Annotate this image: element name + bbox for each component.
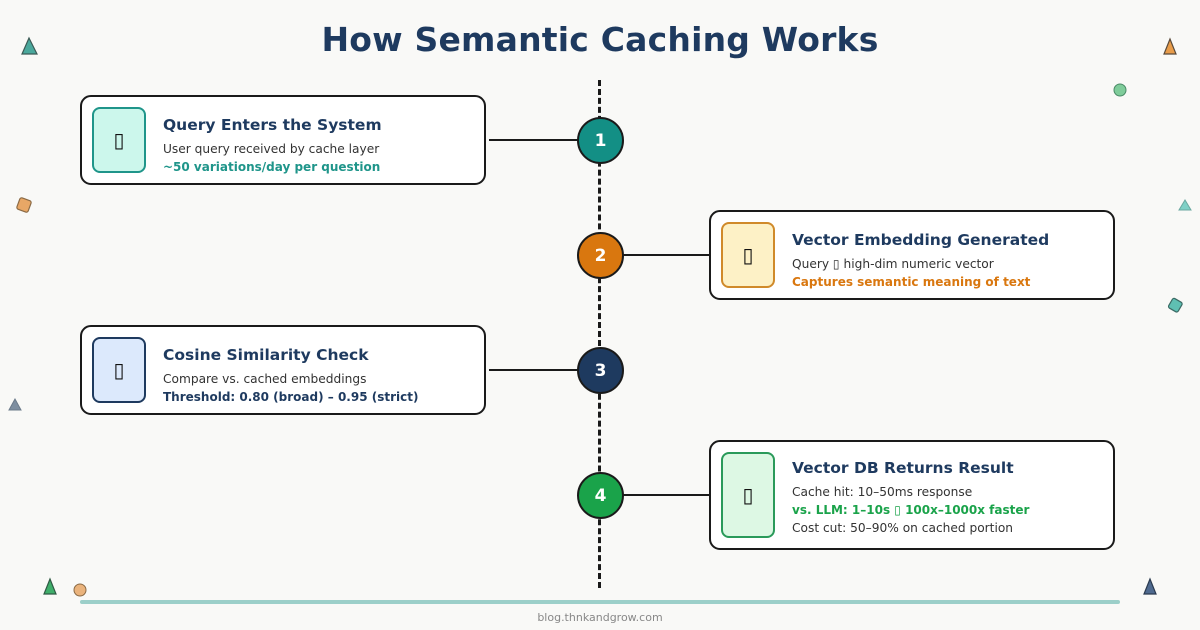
triangle-decoration <box>1143 577 1157 595</box>
step-title: Vector Embedding Generated <box>792 231 1050 249</box>
step-description: Cache hit: 10–50ms response <box>792 485 973 499</box>
square-decoration <box>1167 297 1183 313</box>
vector-icon-glyph: ▯ <box>742 243 754 267</box>
timeline-spine <box>598 80 601 588</box>
circle-decoration <box>1113 83 1127 97</box>
step-highlight: vs. LLM: 1–10s ▯ 100x–1000x faster <box>792 503 1030 517</box>
triangle-decoration <box>1163 37 1177 55</box>
step-title: Query Enters the System <box>163 116 382 134</box>
step-highlight: Captures semantic meaning of text <box>792 275 1031 289</box>
step-card-3: ▯ Cosine Similarity Check Compare vs. ca… <box>80 325 486 415</box>
database-icon-glyph: ▯ <box>742 483 754 507</box>
triangle-decoration <box>43 577 57 595</box>
step-number-2: 2 <box>577 232 624 279</box>
step-description: Query ▯ high-dim numeric vector <box>792 257 994 271</box>
step-description: Cost cut: 50–90% on cached portion <box>792 521 1014 535</box>
step-highlight: Threshold: 0.80 (broad) – 0.95 (strict) <box>163 390 419 404</box>
step-highlight: ~50 variations/day per question <box>163 160 381 174</box>
page-title: How Semantic Caching Works <box>321 20 879 59</box>
square-decoration <box>16 197 32 213</box>
step-number-4: 4 <box>577 472 624 519</box>
step-title: Vector DB Returns Result <box>792 459 1014 477</box>
footer-source: blog.thnkandgrow.com <box>537 611 663 624</box>
database-icon: ▯ <box>721 452 775 538</box>
step-description: User query received by cache layer <box>163 142 380 156</box>
connector-step-2 <box>620 254 712 256</box>
compare-icon-glyph: ▯ <box>113 358 125 382</box>
vector-icon: ▯ <box>721 222 775 288</box>
step-description: Compare vs. cached embeddings <box>163 372 367 386</box>
triangle-decoration <box>1178 199 1192 211</box>
footer-divider <box>80 600 1120 604</box>
triangle-decoration <box>8 397 22 411</box>
connector-step-3 <box>489 369 581 371</box>
step-title: Cosine Similarity Check <box>163 346 369 364</box>
triangle-decoration <box>21 36 38 55</box>
step-card-1: ▯ Query Enters the System User query rec… <box>80 95 486 185</box>
compare-icon: ▯ <box>92 337 146 403</box>
circle-decoration <box>73 583 87 597</box>
inbox-icon-glyph: ▯ <box>113 128 125 152</box>
step-number-1: 1 <box>577 117 624 164</box>
inbox-icon: ▯ <box>92 107 146 173</box>
step-card-2: ▯ Vector Embedding Generated Query ▯ hig… <box>709 210 1115 300</box>
step-number-3: 3 <box>577 347 624 394</box>
connector-step-4 <box>620 494 712 496</box>
step-card-4: ▯ Vector DB Returns Result Cache hit: 10… <box>709 440 1115 550</box>
connector-step-1 <box>489 139 581 141</box>
